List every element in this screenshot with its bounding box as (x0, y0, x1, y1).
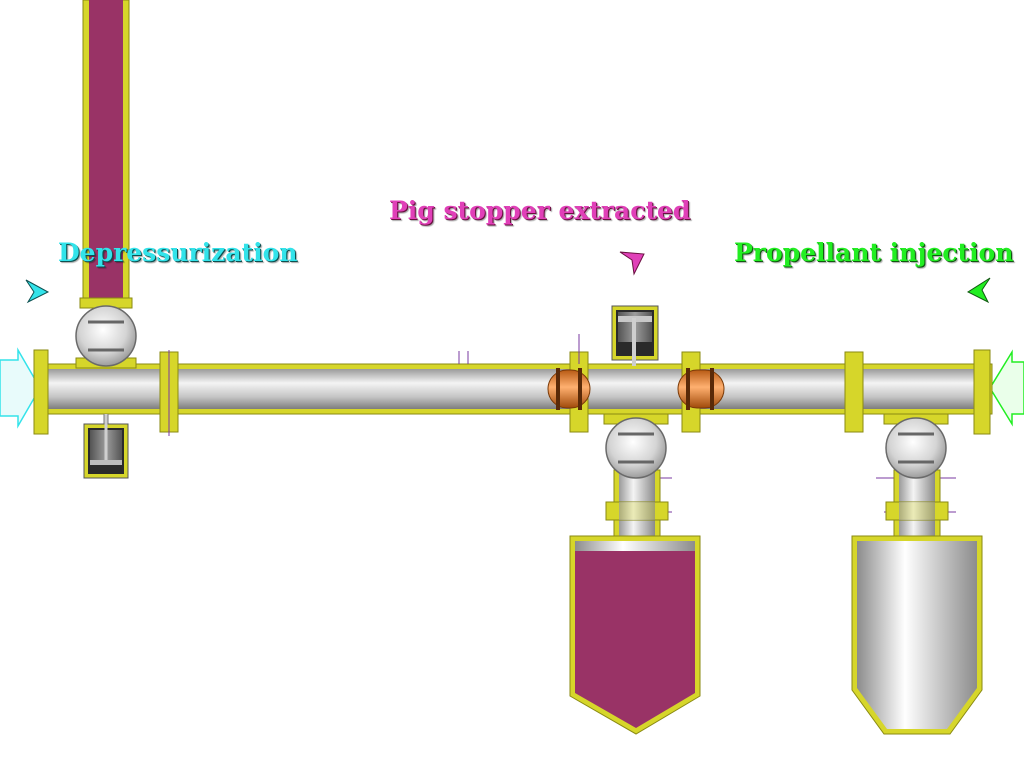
pig-2 (677, 368, 725, 410)
propellant-injection-label: Propellant injection (734, 238, 1014, 267)
hollow-arrow-right-icon (0, 347, 41, 429)
arrowhead-down-icon (619, 251, 645, 276)
propellant-tank-branch (883, 413, 949, 541)
pig-stopper-actuator-left (83, 414, 129, 479)
depressurization-valve (75, 305, 137, 369)
hollow-arrow-left-icon (989, 349, 1024, 427)
position-markers (168, 334, 956, 513)
propellant-tank (851, 535, 983, 735)
pig-stopper-actuator (611, 305, 659, 366)
pig-stopper-label: Pig stopper extracted (389, 196, 691, 225)
product-tank-branch (603, 413, 669, 541)
arrowhead-right-icon (25, 279, 50, 304)
product-riser-pipe (79, 0, 133, 309)
product-tank (569, 535, 701, 735)
left-end-flange (33, 349, 49, 435)
right-end-flange (973, 349, 991, 435)
pig-1 (547, 368, 591, 410)
depressurization-label: Depressurization (58, 238, 298, 267)
arrowhead-left-icon (966, 277, 991, 304)
